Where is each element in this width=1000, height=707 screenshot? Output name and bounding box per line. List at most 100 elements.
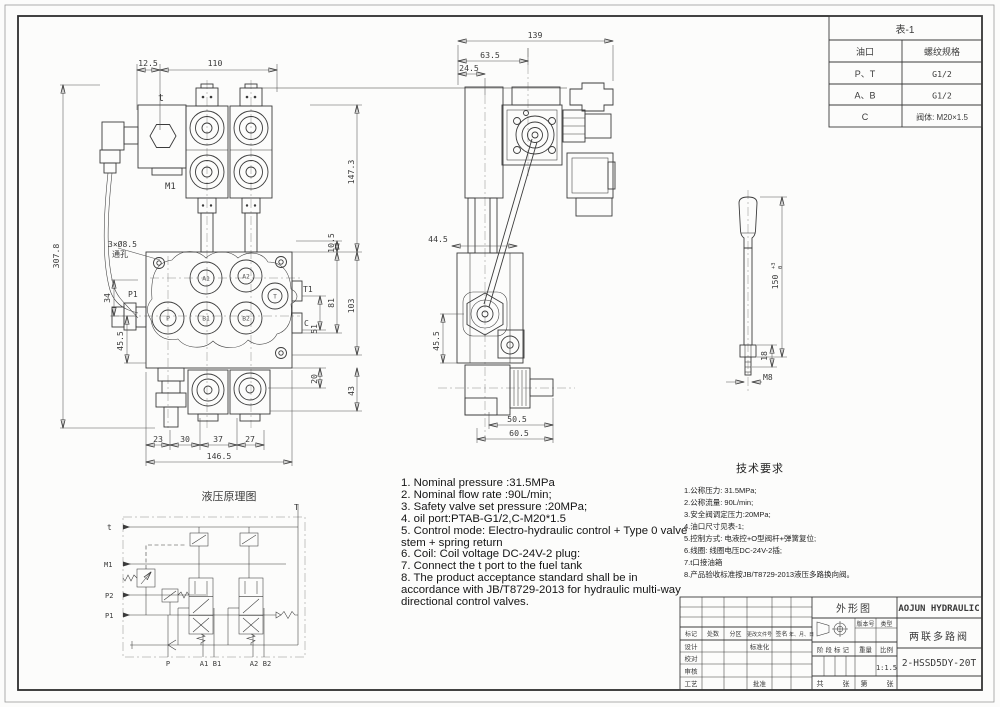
label-m1: M1 bbox=[165, 182, 176, 192]
spec-col-thread: 螺纹规格 bbox=[924, 46, 960, 57]
tech-req-line: 6.线圈: 线圈电压DC-24V-2插; bbox=[684, 546, 782, 555]
dim-27: 27 bbox=[245, 434, 255, 444]
dim-150-tol-lower: 0 bbox=[778, 266, 784, 269]
dim-307-8: 307.8 bbox=[51, 244, 61, 269]
technical-requirements: 技术要求 1.公称压力: 31.5MPa; 2.公称流量: 90L/min; 3… bbox=[684, 460, 952, 581]
label-t-port: t bbox=[158, 93, 164, 104]
dim-43: 43 bbox=[346, 386, 356, 396]
sheet-no-suffix: 张 bbox=[887, 679, 894, 688]
design-label: 设计 bbox=[685, 642, 699, 651]
sheets-total-suffix: 张 bbox=[843, 679, 850, 688]
sheets-total-prefix: 共 bbox=[817, 679, 824, 688]
hydraulic-schematic: 液压原理图 bbox=[104, 489, 306, 668]
type-label: 类型 bbox=[880, 620, 892, 628]
note-line: 2. Nominal flow rate :90L/min; bbox=[401, 488, 552, 501]
technical-requirements-title: 技术要求 bbox=[736, 463, 784, 475]
sch-label-b2: B2 bbox=[263, 660, 271, 668]
dim-51: 51 bbox=[309, 324, 319, 334]
tech-req-line: 3.安全阀调定压力:20MPa; bbox=[684, 510, 771, 519]
port-a1-label: A1 bbox=[202, 276, 210, 283]
tech-req-line: 7.t口接油箱 bbox=[684, 558, 723, 567]
dim-24-5: 24.5 bbox=[459, 63, 479, 73]
label-c: C bbox=[304, 319, 309, 328]
dim-63-5: 63.5 bbox=[480, 50, 500, 60]
dim-45-5-side: 45.5 bbox=[431, 331, 441, 351]
review-label: 审核 bbox=[685, 667, 699, 676]
sheet-frame bbox=[4, 4, 995, 703]
tech-req-line: 2.公称流量: 90L/min; bbox=[684, 498, 754, 507]
port-a2-label: A2 bbox=[242, 274, 250, 281]
english-notes: 1. Nominal pressure :31.5MPa 2. Nominal … bbox=[401, 477, 688, 609]
dim-150: 150 bbox=[770, 275, 780, 290]
sch-label-p2: P2 bbox=[105, 592, 113, 600]
note-line: 6. Coil: Coil voltage DC-24V-2 plug: bbox=[401, 548, 581, 561]
process-label: 工艺 bbox=[685, 680, 699, 688]
sch-label-m1: M1 bbox=[104, 561, 112, 569]
note-line: 7. Connect the t port to the fuel tank bbox=[401, 560, 583, 573]
dim-81: 81 bbox=[326, 298, 336, 308]
approval-label: 批准 bbox=[753, 679, 767, 688]
sch-label-p1: P1 bbox=[105, 612, 113, 620]
side-view: 139 63.5 24.5 44.5 45.5 50.5 60.5 bbox=[428, 30, 616, 443]
dim-110: 110 bbox=[208, 58, 223, 68]
date-label: 年、月、日 bbox=[789, 631, 814, 638]
proofread-label: 校对 bbox=[685, 654, 699, 663]
tech-req-line: 4.油口尺寸见表-1; bbox=[684, 522, 745, 531]
dim-30: 30 bbox=[180, 434, 190, 444]
sch-label-t: t bbox=[107, 523, 112, 532]
port-b2-label: B2 bbox=[242, 316, 250, 323]
sch-label-p: P bbox=[166, 660, 170, 668]
dim-146-5: 146.5 bbox=[207, 451, 232, 461]
dim-23: 23 bbox=[153, 434, 163, 444]
dim-20: 20 bbox=[309, 374, 319, 384]
count-label: 处数 bbox=[707, 630, 719, 638]
note-line: 3. Safety valve set pressure :20MPa; bbox=[401, 500, 588, 513]
dim-147-3: 147.3 bbox=[346, 160, 356, 185]
port-p-label: P bbox=[166, 316, 170, 323]
signature-label: 签名 bbox=[775, 630, 787, 638]
spec-cell: G1/2 bbox=[932, 91, 952, 101]
label-holes: 3×Ø8.5 bbox=[108, 239, 137, 249]
spec-col-port: 油口 bbox=[856, 46, 874, 57]
product-name: 两联多路阀 bbox=[909, 630, 969, 643]
label-t1: T1 bbox=[303, 285, 313, 294]
label-holes2: 通孔 bbox=[112, 249, 128, 259]
label-m8: M8 bbox=[763, 373, 773, 382]
company-name: AOJUN HYDRAULIC bbox=[898, 604, 979, 614]
projection-method-icon bbox=[816, 621, 848, 637]
tech-req-line: 1.公称压力: 31.5MPa; bbox=[684, 486, 757, 495]
change-doc-label: 更改文件号 bbox=[747, 631, 772, 638]
port-b1-label: B1 bbox=[202, 316, 210, 323]
dim-150-tol: 150 +3 0 bbox=[770, 262, 784, 289]
dim-150-tol-upper: +3 bbox=[771, 262, 777, 269]
sch-label-T: T bbox=[294, 503, 299, 512]
schematic-title: 液压原理图 bbox=[202, 489, 257, 503]
scale-label: 比例 bbox=[880, 645, 893, 654]
weight-label: 重量 bbox=[859, 646, 873, 654]
dim-50-5: 50.5 bbox=[507, 414, 527, 424]
spec-cell: P、T bbox=[855, 69, 876, 79]
dim-45-5: 45.5 bbox=[115, 331, 125, 351]
dim-12-5: 12.5 bbox=[138, 58, 158, 68]
dim-44-5: 44.5 bbox=[428, 234, 448, 244]
note-line: 4. oil port:PTAB-G1/2,C-M20*1.5 bbox=[401, 512, 567, 525]
spec-table: 表-1 油口 螺纹规格 P、T G1/2 A、B G1/2 C 阀体: M20×… bbox=[828, 15, 983, 128]
sch-label-a2: A2 bbox=[250, 660, 258, 668]
dim-103: 103 bbox=[346, 299, 356, 314]
sch-label-b1: B1 bbox=[213, 660, 221, 668]
mark-label: 标记 bbox=[685, 630, 697, 638]
dim-34: 34 bbox=[102, 293, 112, 303]
tech-req-line: 5.控制方式: 电液控+O型阀杆+弹簧复位; bbox=[684, 534, 817, 543]
dim-18: 18 bbox=[759, 351, 769, 361]
view-type-label: 外形图 bbox=[836, 603, 872, 615]
tech-req-line: 8.产品验收标准按JB/T8729-2013液压多路换向阀。 bbox=[684, 570, 855, 579]
spec-cell: A、B bbox=[854, 91, 875, 101]
dim-60-5: 60.5 bbox=[509, 428, 529, 438]
spec-cell: 阀体: M20×1.5 bbox=[916, 112, 968, 122]
note-line: 1. Nominal pressure :31.5MPa bbox=[401, 477, 555, 489]
port-t-label: T bbox=[273, 294, 277, 301]
spec-table-title: 表-1 bbox=[896, 23, 915, 36]
version-label: 版本号 bbox=[856, 620, 874, 628]
drawing-code: 2-HSSD5DY-20T bbox=[902, 658, 977, 669]
